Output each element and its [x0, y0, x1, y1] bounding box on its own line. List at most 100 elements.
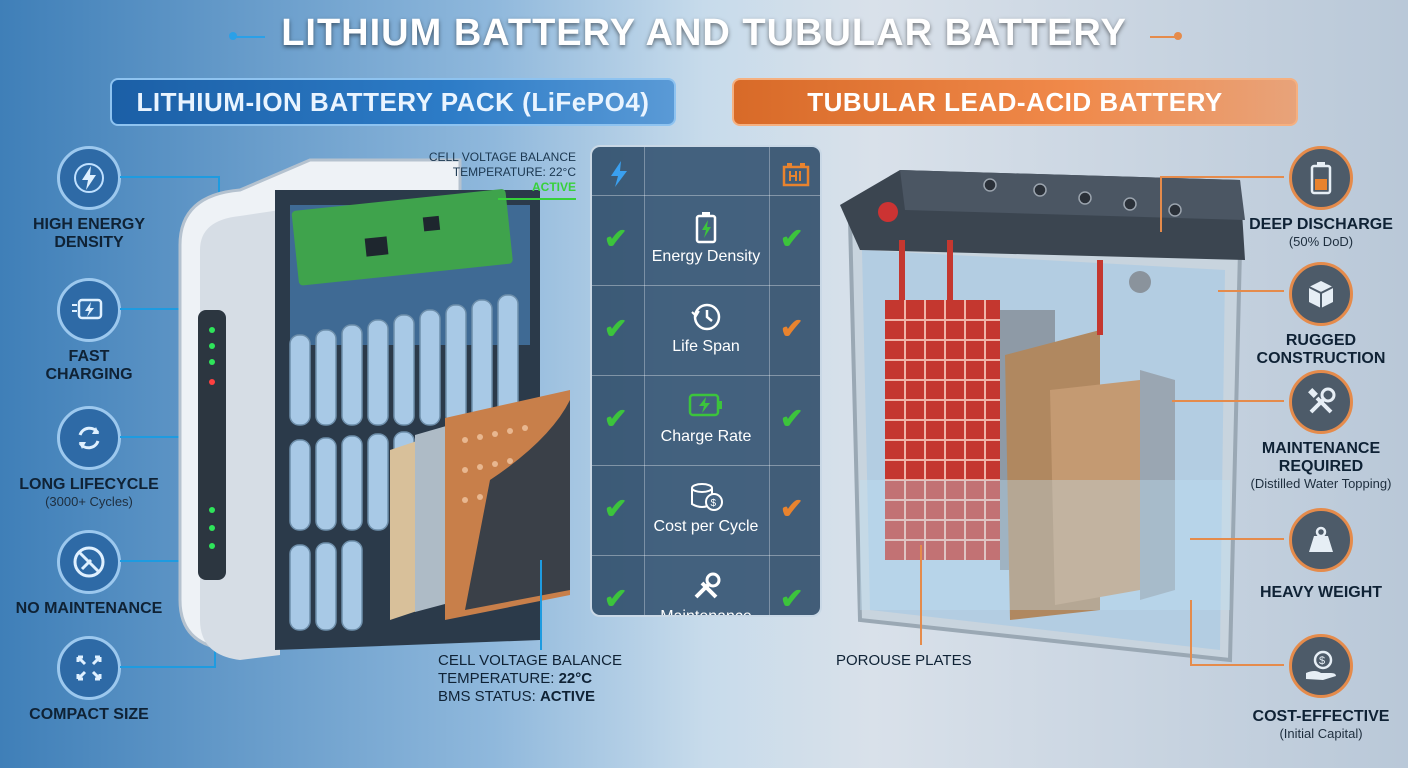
lithium-check-icon: ✔	[604, 583, 628, 614]
lead-acid-check-icon: ✔	[780, 223, 804, 254]
feature-label: MAINTENANCE REQUIRED	[1261, 440, 1381, 475]
feature-label: RUGGED CONSTRUCTION	[1256, 332, 1386, 367]
bms-bottom-temp-label: TEMPERATURE:	[438, 670, 559, 687]
feature-label: COST-EFFECTIVE	[1252, 708, 1390, 725]
title-rule-right	[1150, 36, 1176, 38]
feature-no-maintenance: NO MAINTENANCE	[4, 530, 174, 618]
comparison-row: Energy Density ✔ ✔	[592, 195, 820, 286]
leader-line	[1190, 600, 1192, 666]
feature-sub: (3000+ Cycles)	[45, 494, 133, 509]
title-dot-left	[229, 32, 237, 40]
comparison-row-label: Charge Rate	[660, 428, 752, 445]
feature-sub: (50% DoD)	[1288, 234, 1354, 249]
feature-label: COMPACT SIZE	[29, 706, 149, 723]
leader-line	[120, 560, 180, 562]
svg-text:$: $	[711, 498, 717, 509]
battery-charge-icon	[644, 210, 768, 249]
comparison-row: Life Span ✔ ✔	[592, 285, 820, 376]
compact-icon	[57, 636, 121, 700]
tubular-battery-illustration	[840, 170, 1245, 663]
leader-line	[1172, 400, 1284, 402]
lead-acid-check-icon: ✔	[780, 403, 804, 434]
bms-bottom-note: CELL VOLTAGE BALANCE TEMPERATURE: 22°C B…	[438, 652, 658, 706]
lithium-check-icon: ✔	[604, 223, 628, 254]
comparison-row: $ Cost per Cycle ✔ ✔	[592, 465, 820, 556]
bms-bottom-temp-value: 22°C	[558, 670, 593, 687]
page-title: LITHIUM BATTERY AND TUBULAR BATTERY	[281, 12, 1127, 54]
feature-high-energy-density: HIGH ENERGY DENSITY	[4, 146, 174, 252]
lead-acid-check-icon: ✔	[780, 493, 804, 524]
bms-bottom-status-value: ACTIVE	[539, 688, 595, 705]
porous-leader	[920, 545, 922, 645]
leader-line	[1218, 290, 1284, 292]
feature-cost-effective: $ COST-EFFECTIVE (Initial Capital)	[1236, 634, 1406, 741]
bms-top-line2: TEMPERATURE: 22°C	[452, 165, 576, 179]
bms-top-leader	[498, 198, 576, 200]
bms-bottom-line1: CELL VOLTAGE BALANCE	[438, 652, 622, 669]
lithium-check-icon: ✔	[604, 313, 628, 344]
no-tools-icon	[57, 530, 121, 594]
coins-icon: $	[644, 480, 768, 519]
title-rule-left	[235, 36, 265, 38]
leader-line	[1190, 538, 1284, 540]
feature-label: HEAVY WEIGHT	[1259, 584, 1383, 601]
wrench-icon	[1289, 370, 1353, 434]
feature-rugged-construction: RUGGED CONSTRUCTION	[1236, 262, 1406, 368]
lead-acid-check-icon: ✔	[780, 313, 804, 344]
comparison-row: Charge Rate ✔ ✔	[592, 375, 820, 466]
charge-rate-icon	[644, 390, 768, 425]
lithium-battery-illustration	[178, 158, 570, 660]
comparison-row-label: Energy Density	[651, 248, 761, 265]
feature-heavy-weight: HEAVY WEIGHT	[1236, 508, 1406, 602]
feature-label: HIGH ENERGY DENSITY	[32, 216, 145, 251]
bms-top-note: CELL VOLTAGE BALANCE TEMPERATURE: 22°C A…	[420, 150, 576, 195]
box-icon	[1289, 262, 1353, 326]
clock-icon	[644, 300, 768, 339]
feature-label: DEEP DISCHARGE	[1249, 216, 1393, 233]
bms-top-line1: CELL VOLTAGE BALANCE	[428, 150, 576, 164]
feature-label: FAST CHARGING	[45, 348, 133, 383]
cycle-icon	[57, 406, 121, 470]
bms-bottom-status-label: BMS STATUS:	[438, 688, 540, 705]
leader-line	[1160, 176, 1284, 178]
feature-fast-charging: FAST CHARGING	[4, 278, 174, 384]
feature-label: NO MAINTENANCE	[15, 600, 163, 617]
comparison-row-label: Maintenance	[660, 608, 752, 617]
weight-icon	[1289, 508, 1353, 572]
feature-compact-size: COMPACT SIZE	[4, 636, 174, 724]
feature-label: LONG LIFECYCLE	[19, 476, 159, 493]
bms-top-line3: ACTIVE	[531, 180, 576, 194]
feature-long-lifecycle: LONG LIFECYCLE (3000+ Cycles)	[4, 406, 174, 509]
money-hand-icon: $	[1289, 634, 1353, 698]
comparison-panel: Energy Density ✔ ✔ Life Span ✔ ✔ Charge Rate ✔ ✔…	[590, 145, 822, 617]
lithium-column-icon	[606, 159, 632, 194]
tubular-banner: TUBULAR LEAD-ACID BATTERY	[732, 78, 1298, 126]
lead-acid-check-icon: ✔	[780, 583, 804, 614]
leader-line	[1160, 176, 1162, 232]
leader-line	[1190, 664, 1284, 666]
comparison-row: Maintenance ✔ ✔	[592, 555, 820, 617]
feature-deep-discharge: DEEP DISCHARGE (50% DoD)	[1236, 146, 1406, 249]
lead-acid-column-icon	[782, 161, 810, 192]
leader-line	[120, 666, 214, 668]
leader-line	[120, 436, 216, 438]
leader-line	[120, 176, 218, 178]
lithium-banner: LITHIUM-ION BATTERY PACK (LiFePO4)	[110, 78, 676, 126]
feature-sub: (Initial Capital)	[1279, 726, 1363, 741]
feature-sub: (Distilled Water Topping)	[1250, 476, 1392, 491]
lithium-check-icon: ✔	[604, 493, 628, 524]
comparison-row-label: Cost per Cycle	[653, 518, 759, 535]
lightning-icon	[57, 146, 121, 210]
svg-text:$: $	[1319, 655, 1325, 667]
battery-level-icon	[1289, 146, 1353, 210]
leader-line	[120, 308, 182, 310]
tools-icon	[644, 570, 768, 609]
lithium-check-icon: ✔	[604, 403, 628, 434]
bms-bottom-leader	[540, 560, 542, 650]
porous-plates-label: POROUSE PLATES	[836, 652, 972, 669]
comparison-middle-column	[644, 147, 770, 615]
title-dot-right	[1174, 32, 1182, 40]
feature-maintenance-required: MAINTENANCE REQUIRED (Distilled Water To…	[1236, 370, 1406, 491]
fast-charge-icon	[57, 278, 121, 342]
comparison-row-label: Life Span	[672, 338, 740, 355]
